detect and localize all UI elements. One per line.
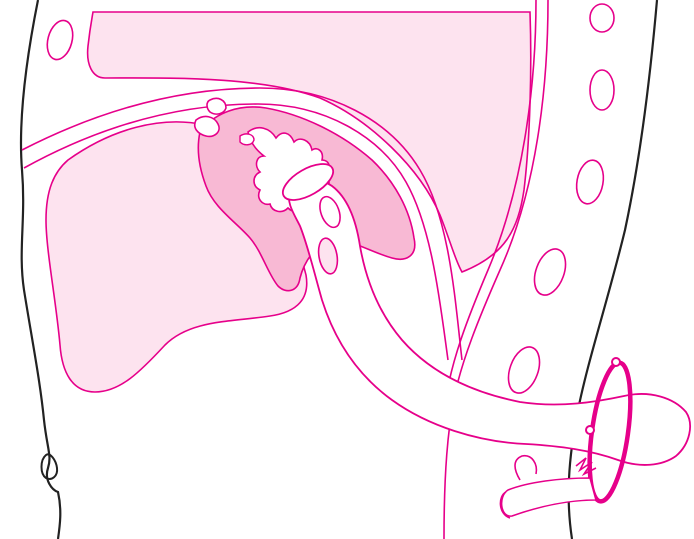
vertebra <box>573 158 606 206</box>
vertebra <box>43 18 77 63</box>
lesion-fragment-3 <box>240 134 254 145</box>
secondary-tube-end <box>502 478 596 516</box>
bolster-pin-top <box>612 358 620 366</box>
secondary-tube-body <box>515 456 536 480</box>
bolster-pin-mid <box>586 426 594 434</box>
vertebra <box>590 4 614 32</box>
vertebra <box>503 343 546 398</box>
vertebra <box>529 245 572 300</box>
stoma-marks <box>576 458 596 474</box>
lesion-fragment-2 <box>207 98 226 114</box>
vertebra <box>590 70 614 110</box>
